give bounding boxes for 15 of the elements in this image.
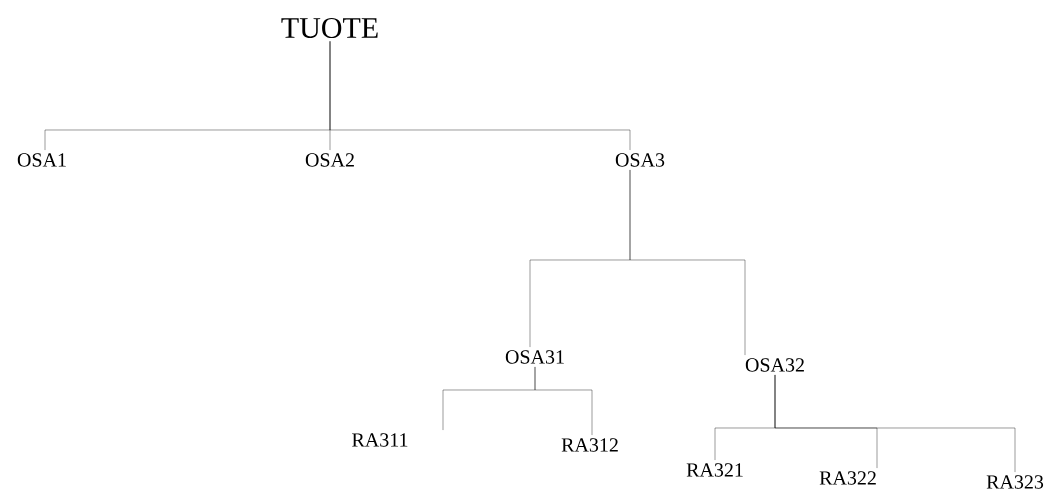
tree-label: OSA2 (305, 153, 354, 167)
tree-connector (629, 169, 746, 356)
tree-connector (329, 41, 631, 151)
tree-label: OSA1 (17, 153, 66, 167)
tree-connector (774, 374, 1016, 473)
tree-label: RA321 (686, 463, 743, 477)
tree-label: TUOTE (281, 17, 378, 39)
tree-label: OSA3 (615, 153, 665, 167)
tree-label: RA323 (986, 475, 1044, 489)
tree-label: RA311 (352, 433, 408, 447)
tree-label: OSA32 (745, 358, 804, 372)
tree-label: OSA31 (505, 350, 564, 364)
tree-label: RA322 (819, 471, 876, 485)
tree-connector (534, 366, 593, 436)
tree-label: RA312 (561, 438, 618, 452)
